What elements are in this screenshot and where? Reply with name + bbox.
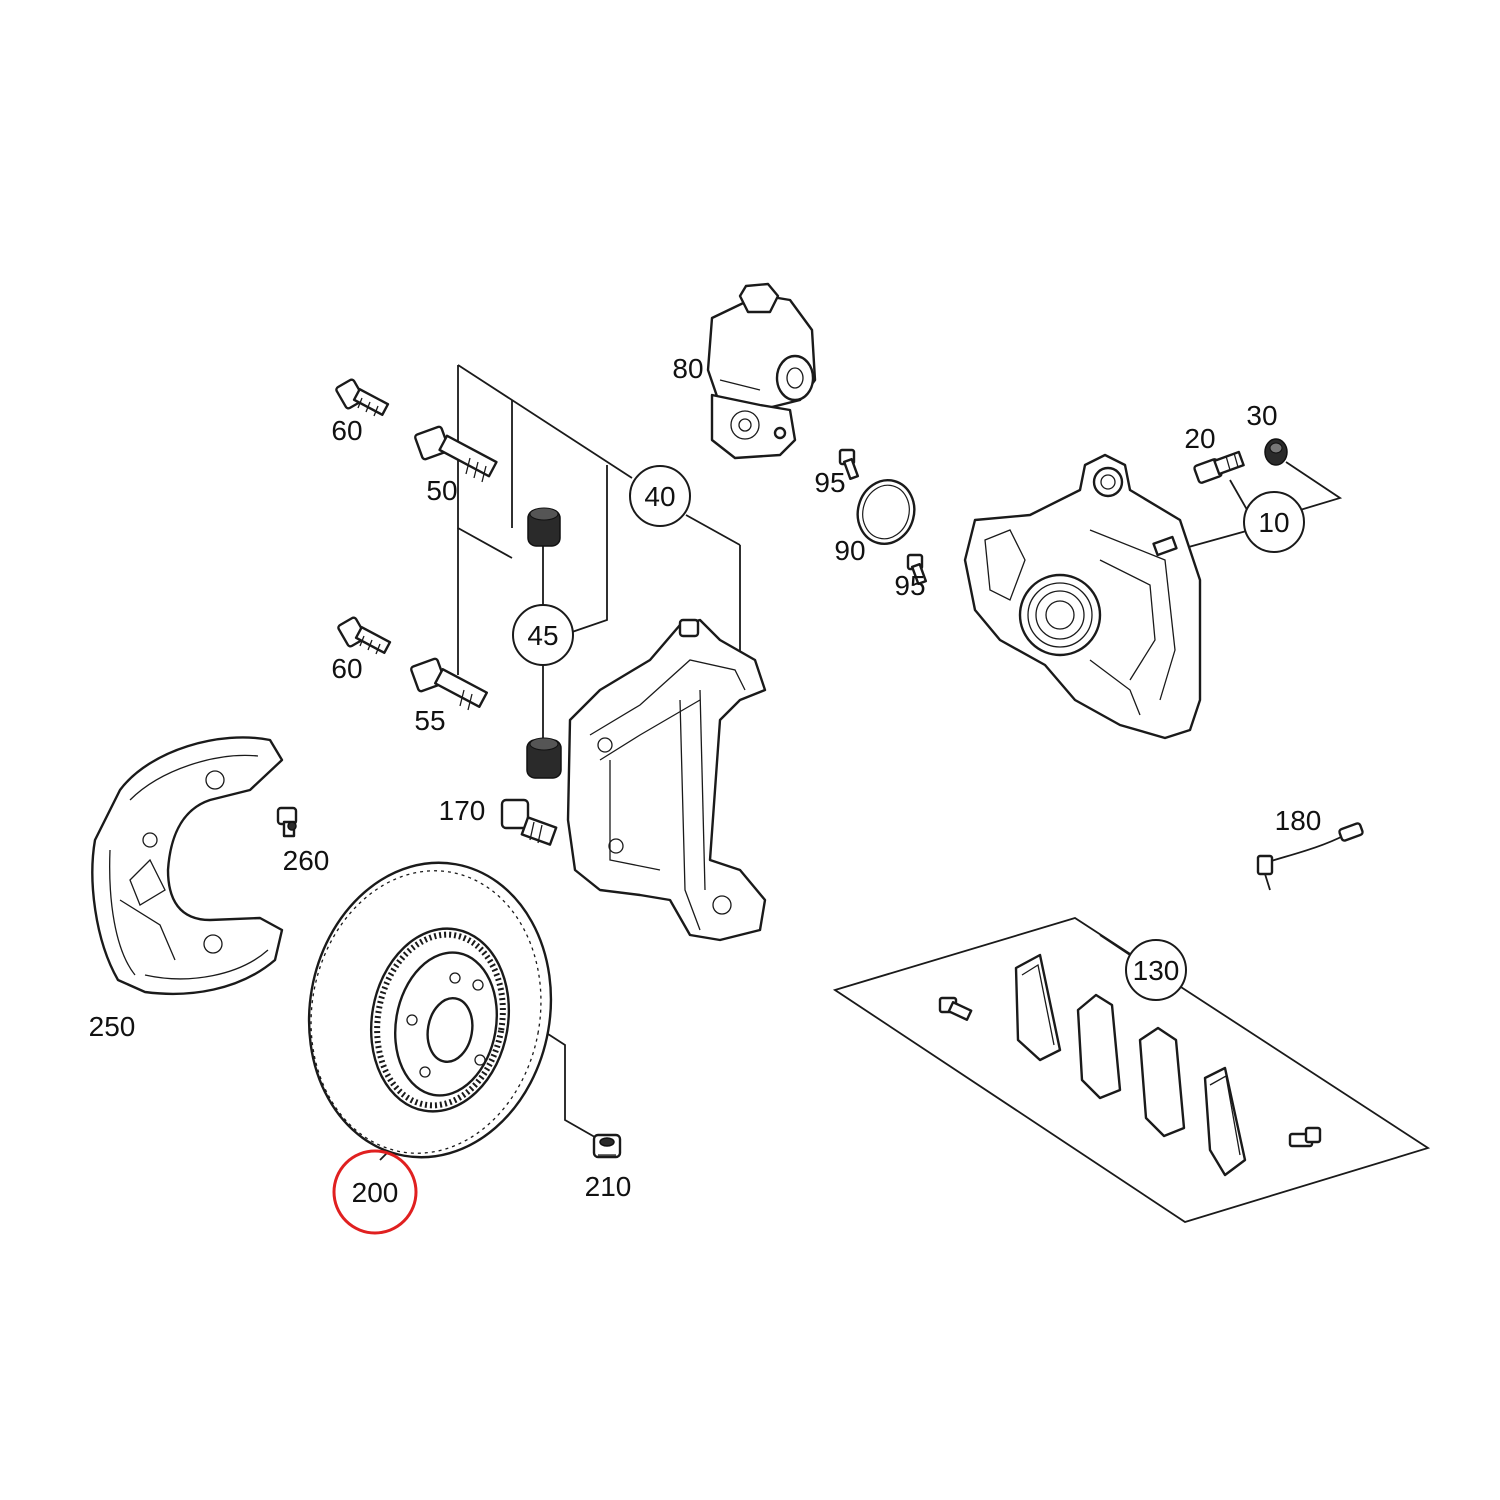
callout-bubble-130	[1125, 939, 1187, 1001]
bleeder-cap-30	[1264, 438, 1288, 466]
bolt-55	[410, 657, 489, 711]
label-180: 180	[1275, 805, 1322, 836]
caliper-carrier	[566, 618, 767, 942]
bleeder-valve-20	[1193, 450, 1245, 484]
label-90: 90	[834, 535, 865, 566]
callout-bubble-10	[1243, 491, 1305, 553]
label-250: 250	[89, 1011, 136, 1042]
label-20: 20	[1184, 423, 1215, 454]
screw-210	[592, 1133, 622, 1159]
label-95-bottom: 95	[894, 570, 925, 601]
bolt-60-top	[335, 378, 390, 417]
label-95-top: 95	[814, 467, 845, 498]
label-10: 10	[1258, 507, 1289, 538]
wear-sensor-180	[1256, 822, 1364, 891]
bushing-45-top	[527, 507, 561, 547]
brake-disc-200	[307, 861, 553, 1159]
label-45: 45	[527, 620, 558, 651]
caliper-housing-10	[963, 453, 1202, 740]
brake-pad-kit-130	[938, 953, 1322, 1177]
label-80: 80	[672, 353, 703, 384]
label-50: 50	[426, 475, 457, 506]
splash-shield-250	[91, 736, 284, 995]
label-60-top: 60	[331, 415, 362, 446]
label-55: 55	[414, 705, 445, 736]
callout-bubble-200	[332, 1149, 418, 1235]
screw-260	[276, 806, 298, 838]
label-40: 40	[644, 481, 675, 512]
label-210: 210	[585, 1171, 632, 1202]
screw-95-top	[838, 448, 860, 481]
bolt-60-mid	[337, 616, 392, 655]
label-170: 170	[439, 795, 486, 826]
callout-bubble-45	[512, 604, 574, 666]
bolt-50	[414, 425, 498, 483]
label-130: 130	[1133, 955, 1180, 986]
screw-95-bottom	[906, 553, 928, 586]
leader-lines	[379, 364, 1431, 1223]
callout-bubble-40	[629, 465, 691, 527]
label-60-mid: 60	[331, 653, 362, 684]
bushing-45-bottom	[526, 737, 562, 779]
label-200: 200	[352, 1177, 399, 1208]
label-30: 30	[1246, 400, 1277, 431]
label-260: 260	[283, 845, 330, 876]
bolt-170	[500, 798, 558, 846]
actuator-motor-80	[706, 282, 817, 460]
o-ring-90	[856, 479, 916, 545]
